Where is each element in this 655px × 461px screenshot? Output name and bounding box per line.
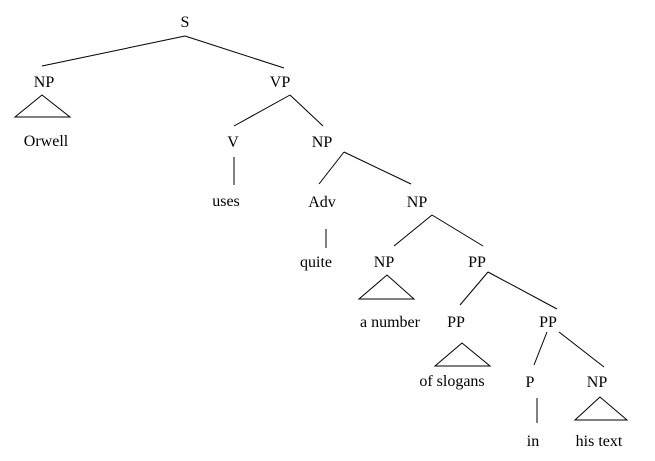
leaf-in: in	[527, 433, 539, 450]
node-np-inner: NP	[407, 194, 428, 211]
node-np-object: NP	[312, 134, 333, 151]
branch-s-np	[41, 35, 186, 67]
branch-vp-v	[233, 94, 291, 127]
branch-np-pp	[431, 214, 484, 247]
leaf-a-number: a number	[360, 314, 421, 331]
node-p: P	[526, 374, 535, 391]
branch-np-np	[343, 151, 412, 185]
branch-s-vp	[184, 35, 285, 69]
node-v: V	[227, 134, 239, 151]
triangle-pp-ofslogans	[433, 342, 492, 367]
branch-ppin-np	[558, 331, 605, 368]
node-np-text: NP	[587, 374, 608, 391]
node-pp-slogans: PP	[447, 314, 465, 331]
branch-np-adv	[318, 151, 345, 185]
triangle-np-anumber	[357, 274, 416, 300]
leaf-orwell: Orwell	[24, 133, 69, 150]
node-s: S	[181, 14, 190, 31]
node-adv: Adv	[308, 194, 336, 211]
tree-branches	[13, 35, 629, 423]
leaf-uses: uses	[212, 193, 240, 210]
branch-pp-ppin	[487, 271, 558, 310]
branch-np-npnumber	[393, 214, 433, 247]
branch-vp-np	[289, 94, 324, 127]
node-pp-in: PP	[539, 314, 557, 331]
leaf-of-slogans: of slogans	[419, 373, 484, 390]
triangle-np-histext	[573, 396, 629, 421]
branch-ppin-p	[533, 331, 548, 366]
leaf-his-text: his text	[576, 433, 623, 450]
branch-pp-ppslogans	[459, 271, 489, 306]
node-np-subject: NP	[34, 74, 55, 91]
triangle-np-orwell	[13, 94, 72, 118]
tree-labels: S NP Orwell VP V uses NP Adv quite NP NP…	[24, 14, 623, 450]
node-pp-outer: PP	[468, 254, 486, 271]
node-np-number: NP	[374, 254, 395, 271]
leaf-quite: quite	[300, 254, 332, 271]
node-vp: VP	[270, 74, 291, 91]
